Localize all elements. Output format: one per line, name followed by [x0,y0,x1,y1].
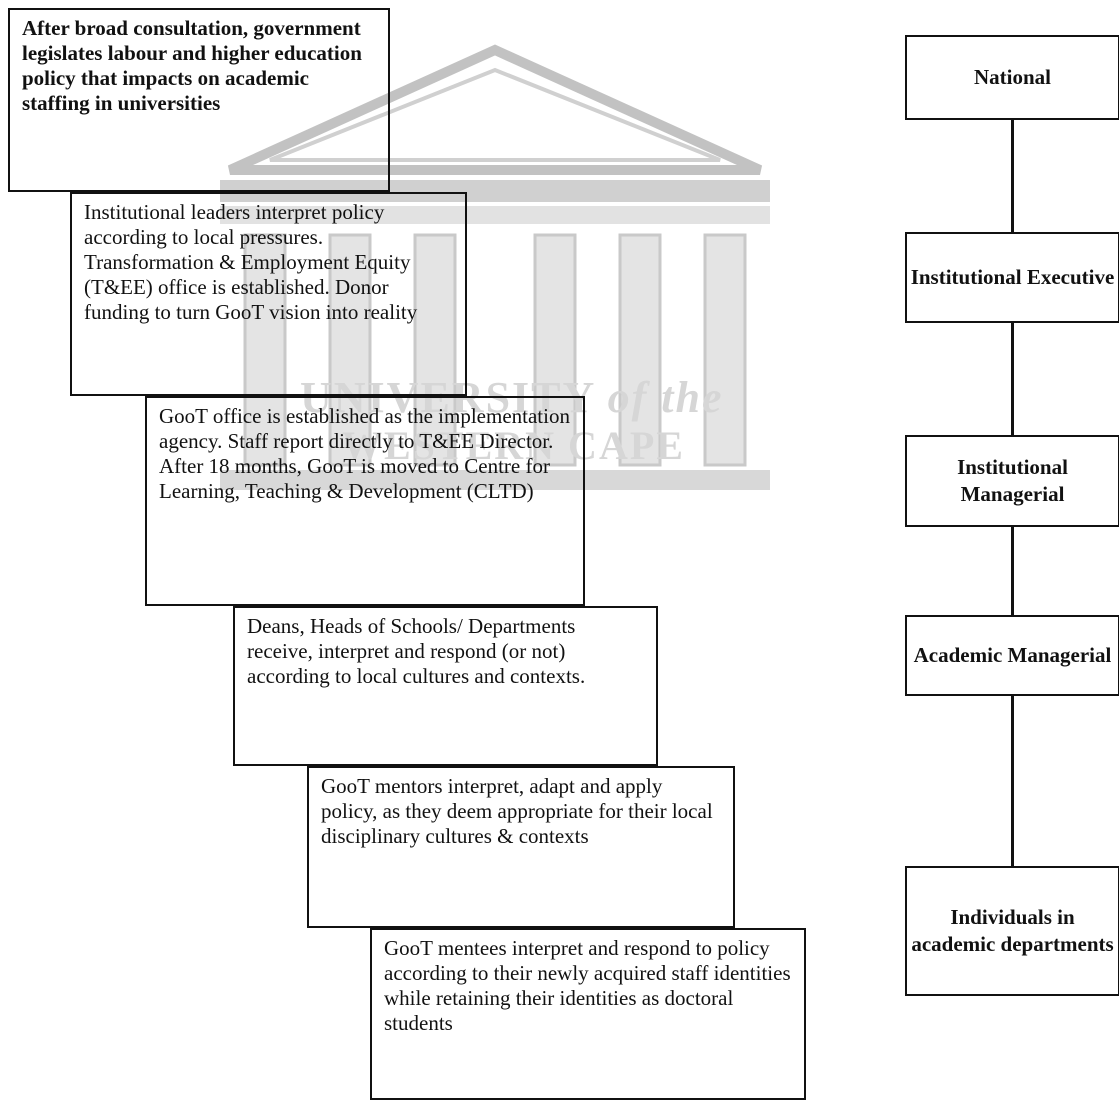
level-institutional-executive: Institutional Executive [905,232,1119,323]
step-goot-office: GooT office is established as the implem… [145,396,585,606]
step-goot-mentees: GooT mentees interpret and respond to po… [370,928,806,1100]
connector-line-4 [1011,696,1014,866]
level-individuals: Individuals in academic departments [905,866,1119,996]
watermark-text-line2: WESTERN CAPE [342,423,685,468]
step-institutional-leaders: Institutional leaders interpret policy a… [70,192,467,396]
step-government-legislation: After broad consultation, government leg… [8,8,390,192]
connector-line-3 [1011,527,1014,615]
step-deans-heads: Deans, Heads of Schools/ Departments rec… [233,606,658,766]
connector-line-2 [1011,323,1014,435]
level-national: National [905,35,1119,120]
level-institutional-managerial: Institutional Managerial [905,435,1119,527]
step-goot-mentors: GooT mentors interpret, adapt and apply … [307,766,735,928]
level-academic-managerial: Academic Managerial [905,615,1119,696]
connector-line-1 [1011,120,1014,232]
